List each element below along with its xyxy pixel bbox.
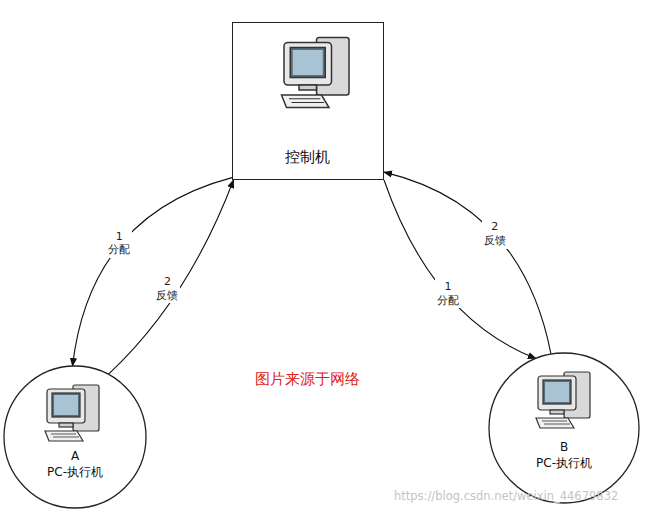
text-slot: B (488, 436, 640, 455)
edge-label: 1 分配 (435, 279, 461, 309)
text-slot: 控制机 (233, 147, 382, 167)
control-box: 控制机 (232, 22, 384, 180)
watermark: https://blog.csdn.net/weixin_44679832 (394, 489, 618, 503)
node-title: PC-执行机 (47, 465, 103, 479)
source-note: 图片来源于网络 (255, 370, 360, 389)
edge-label: 2 反馈 (482, 219, 508, 249)
curved-arrow (384, 172, 551, 354)
curved-arrow (108, 180, 233, 374)
node-letter: B (560, 440, 568, 454)
text-slot: PC-执行机 (488, 452, 640, 472)
text-slot: A (3, 445, 147, 464)
computer-icon (534, 370, 594, 430)
edge-label: 1 分配 (106, 229, 132, 259)
edge-label: 2 反馈 (154, 274, 180, 304)
node-letter: A (71, 449, 79, 463)
text-slot: PC-执行机 (3, 461, 147, 481)
curved-arrow (384, 180, 536, 358)
node-title: PC-执行机 (536, 456, 592, 470)
curved-arrow (73, 178, 232, 366)
computer-icon (279, 35, 354, 110)
computer-icon (43, 383, 103, 443)
node-title: 控制机 (285, 148, 330, 166)
executor-circle: A PC-执行机 (3, 365, 147, 509)
executor-circle: B PC-执行机 (488, 352, 640, 504)
